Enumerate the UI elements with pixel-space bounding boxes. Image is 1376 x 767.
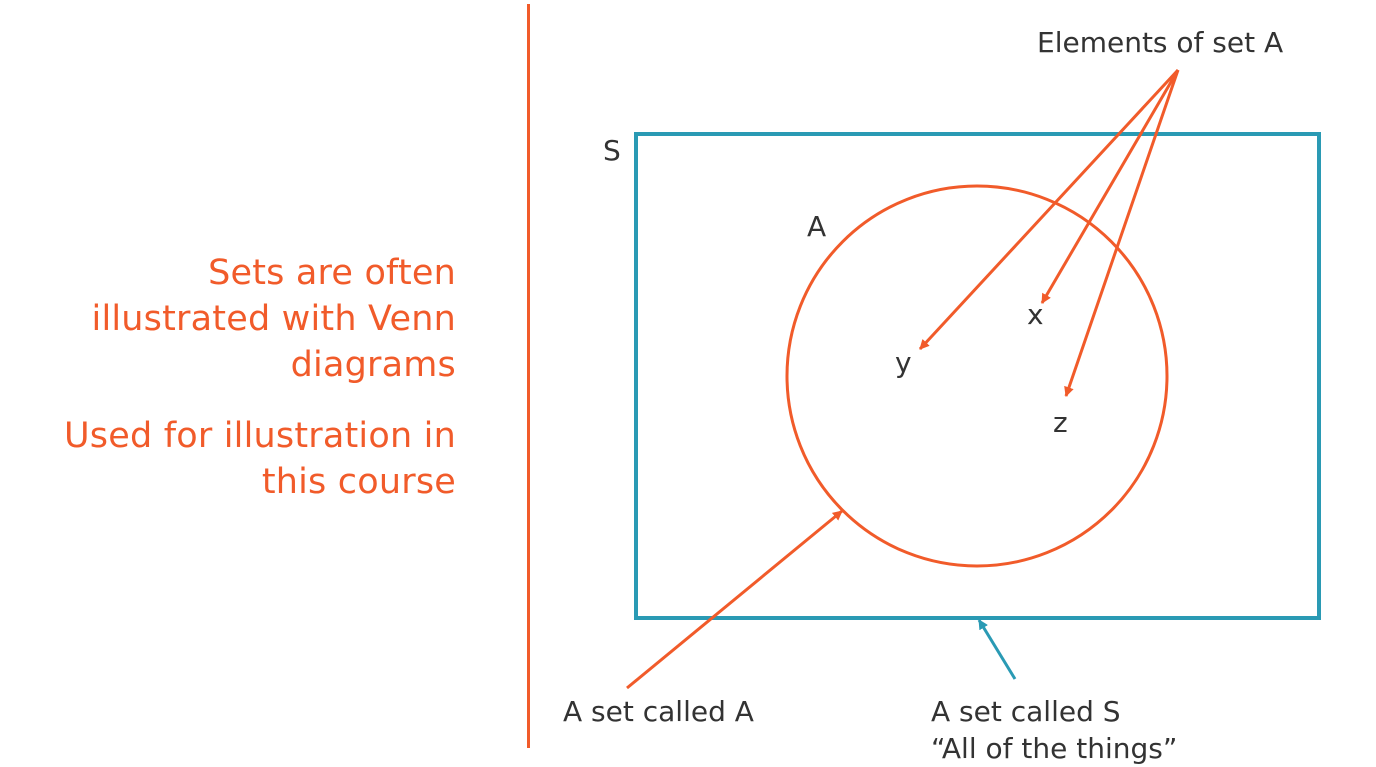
set-s-label: S [603,134,621,167]
set-s-caption-line1: A set called S [931,695,1121,728]
arrow-to-set-a [626,509,843,690]
bullet-venn-diagrams: Sets are often illustrated with Venn dia… [91,253,456,385]
set-s-caption-line2: “All of the things” [931,732,1177,765]
element-x-label: x [1027,298,1044,331]
arrow-to-set-s [977,619,1017,680]
arrow-to-y [918,68,1180,351]
arrow-to-z [1064,69,1180,397]
arrow-to-x [1040,69,1180,304]
element-y-label: y [895,346,912,379]
set-s-rectangle [634,132,1321,620]
set-a-circle [785,184,1169,568]
set-a-caption: A set called A [563,695,754,728]
vertical-divider [527,4,530,748]
element-z-label: z [1053,406,1068,439]
elements-of-set-a-label: Elements of set A [1037,26,1283,59]
bullet-used-for-illustration: Used for illustration in this course [63,416,456,502]
set-a-label: A [807,210,826,243]
